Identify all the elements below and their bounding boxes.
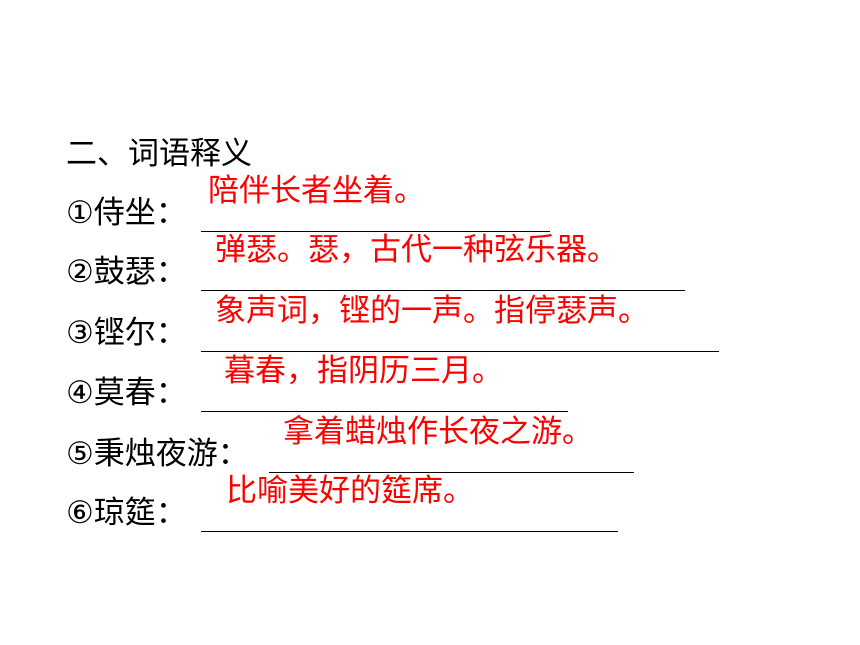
term-label: ⑤秉烛夜游： — [66, 436, 249, 472]
term-label: ②鼓瑟： — [66, 254, 187, 290]
answer-text: 拿着蜡烛作长夜之游。 — [283, 414, 593, 450]
answer-blank — [201, 411, 568, 412]
answer-text: 暮春，指阴历三月。 — [224, 353, 503, 389]
answer-blank — [201, 351, 719, 352]
term-label: ④莫春： — [66, 375, 187, 411]
answer-text: 陪伴长者坐着。 — [208, 173, 425, 209]
answer-blank — [269, 472, 634, 473]
answer-blank — [201, 231, 550, 232]
section-heading: 二、词语释义 — [66, 136, 252, 172]
answer-blank — [201, 290, 685, 291]
term-label: ①侍坐： — [66, 195, 187, 231]
term-label: ③铿尔： — [66, 315, 187, 351]
answer-text: 比喻美好的筵席。 — [226, 473, 474, 509]
answer-blank — [201, 531, 618, 532]
answer-text: 象声词，铿的一声。指停瑟声。 — [215, 293, 649, 329]
answer-text: 弹瑟。瑟，古代一种弦乐器。 — [215, 232, 618, 268]
term-label: ⑥琼筵： — [66, 495, 187, 531]
